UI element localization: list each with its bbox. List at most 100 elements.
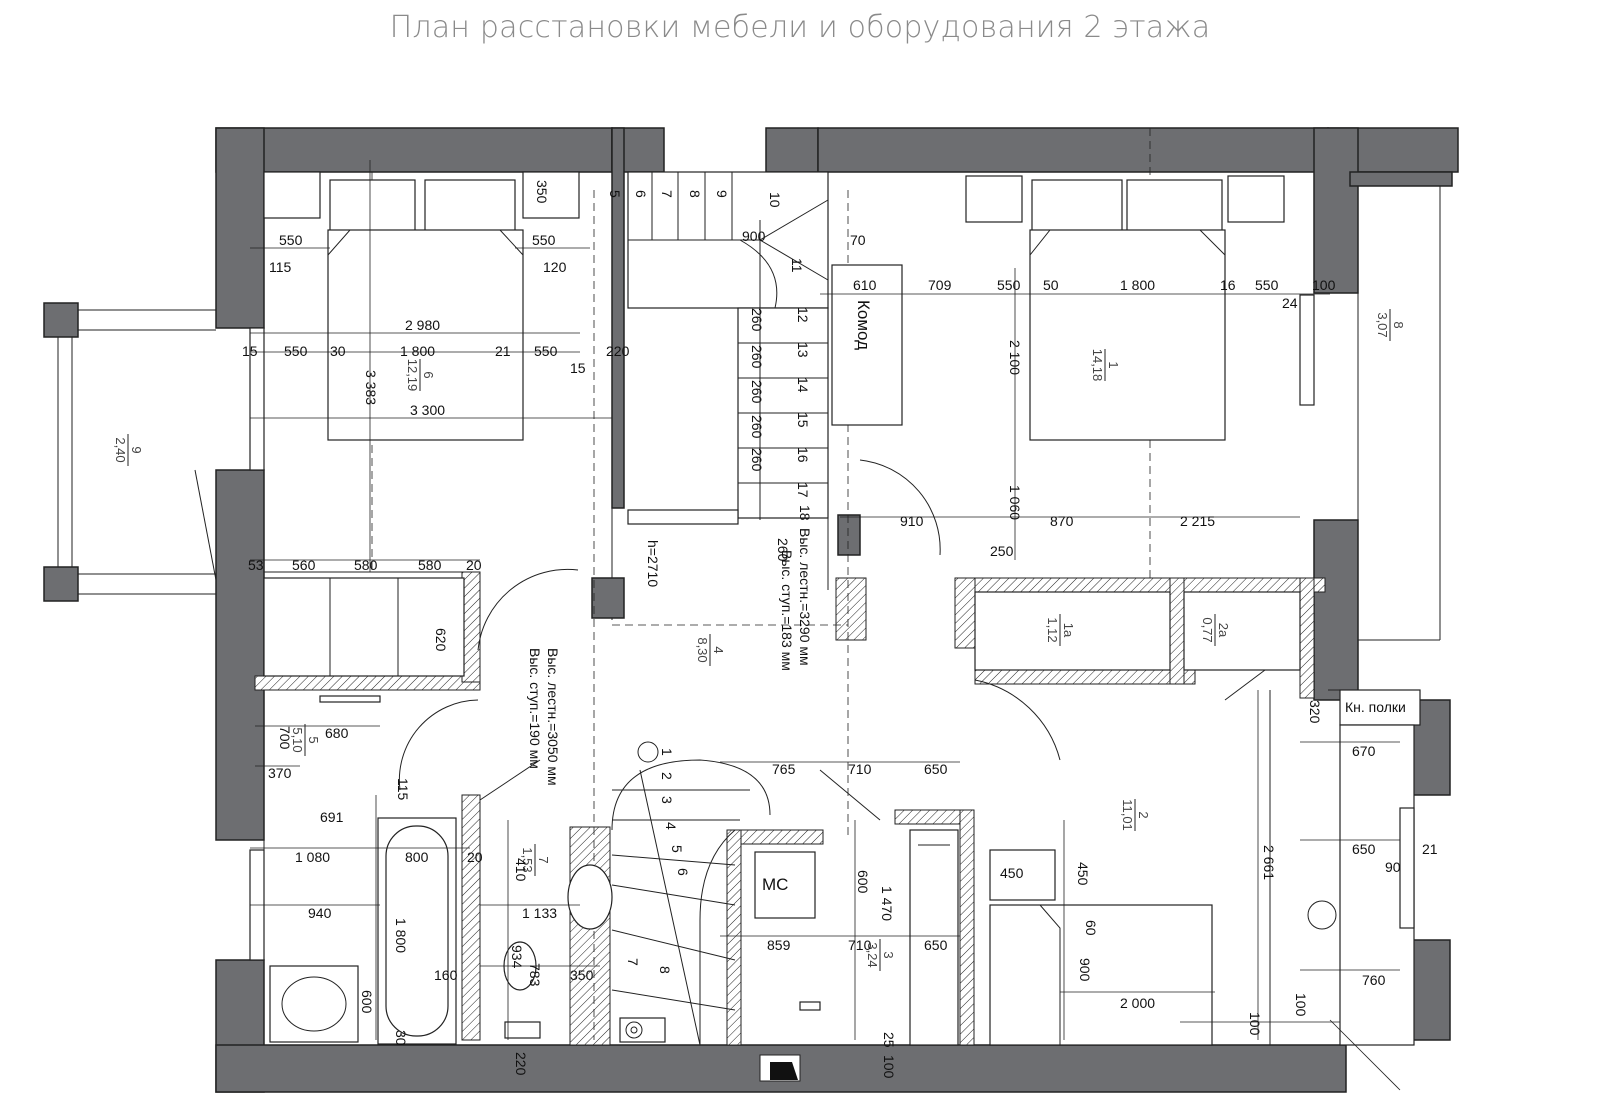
room-tag-1a: 1а 1,12 <box>1045 614 1076 646</box>
dim-label: 24 <box>1282 295 1298 311</box>
step-upper: 6 <box>633 190 649 198</box>
wall-balcony-right <box>1349 171 1453 187</box>
wall-left-upper <box>215 127 265 329</box>
dim-label: 700 <box>277 726 293 750</box>
exterior-walls <box>215 127 1459 1093</box>
dim-label: 2 100 <box>1007 340 1023 375</box>
room-tag-5: 5 5,10 <box>290 724 321 756</box>
wall-top-left <box>215 127 613 173</box>
dim-label: 60 <box>1083 920 1099 936</box>
balcony-left <box>43 302 216 602</box>
step-upper: 5 <box>607 190 623 198</box>
step-upper: 9 <box>714 190 730 198</box>
dim-label: 70 <box>850 232 866 248</box>
svg-text:12,19: 12,19 <box>405 359 420 392</box>
dim-label: 260 <box>749 448 765 472</box>
room-tag-4: 4 8,30 <box>695 634 726 666</box>
step-upper: 17 <box>795 482 811 498</box>
dim-label: 2 661 <box>1261 845 1277 880</box>
label-stair-lower-2: Выс. ступ.=190 мм <box>527 648 543 769</box>
label-ms: МС <box>762 875 788 894</box>
dim-label: 450 <box>1000 865 1024 881</box>
dim-label: 115 <box>395 778 411 801</box>
dim-label: 1 080 <box>295 849 330 865</box>
dim-label: 100 <box>1247 1012 1263 1036</box>
svg-text:3: 3 <box>881 951 896 958</box>
dim-label: 650 <box>1352 841 1376 857</box>
dim-label: 580 <box>354 557 378 573</box>
wall-left-mid <box>215 469 265 841</box>
labels: Комод МС Кн. полки h=2710 Выс. лестн.=32… <box>527 300 1406 894</box>
dim-label: 30 <box>330 343 346 359</box>
step-upper: 7 <box>659 190 675 198</box>
room-tag-2: 2 11,01 <box>1120 799 1151 831</box>
dim-label: 100 <box>1293 993 1309 1017</box>
dim-label: 120 <box>543 259 567 275</box>
dim-label: 370 <box>268 765 292 781</box>
dim-label: 3 383 <box>363 370 379 405</box>
dim-label: 670 <box>1352 743 1376 759</box>
dim-label: 15 <box>570 360 586 376</box>
svg-text:2: 2 <box>1136 811 1151 818</box>
svg-text:11,01: 11,01 <box>1120 799 1135 831</box>
bedroom-1 <box>831 175 1315 671</box>
dim-label: 260 <box>749 345 765 369</box>
svg-text:0,77: 0,77 <box>1200 617 1215 642</box>
dim-label: 350 <box>534 180 550 204</box>
dim-label: 450 <box>1075 862 1091 886</box>
dim-label: 20 <box>467 849 483 865</box>
wall-mid-partition <box>611 127 625 509</box>
dim-label: 1 133 <box>522 905 557 921</box>
dim-label: 550 <box>279 232 303 248</box>
wall-top-right <box>817 127 1329 173</box>
bathroom-5 <box>249 695 457 1045</box>
dim-label: 20 <box>466 557 482 573</box>
dim-label: 900 <box>1077 958 1093 982</box>
room-tags: 1 14,18 2 11,01 3 3,24 4 8,30 5 5,10 6 1… <box>113 309 1406 971</box>
room-tag-6: 6 12,19 <box>405 359 436 392</box>
dim-label: 800 <box>405 849 429 865</box>
dim-label: 100 <box>1312 277 1336 293</box>
dim-label: 3 300 <box>410 402 445 418</box>
step-lower: 7 <box>625 958 641 966</box>
dim-label: 2 980 <box>405 317 440 333</box>
step-upper: 12 <box>795 307 811 323</box>
dim-label: 320 <box>1307 700 1323 724</box>
step-upper: 18 <box>797 505 813 521</box>
step-lower: 4 <box>663 822 679 830</box>
stair-upper <box>627 171 829 525</box>
dim-label: 650 <box>924 937 948 953</box>
dim-label: 900 <box>742 228 766 244</box>
dim-label: 260 <box>749 415 765 439</box>
dim-label: 1 800 <box>393 918 409 953</box>
step-lower: 2 <box>659 772 675 780</box>
dim-label: 30 <box>393 1030 409 1046</box>
dim-label: 260 <box>749 380 765 404</box>
step-upper: 11 <box>789 258 805 273</box>
svg-text:1а: 1а <box>1061 623 1076 638</box>
svg-text:1,53: 1,53 <box>520 847 535 872</box>
room-tag-1: 1 14,18 <box>1090 349 1121 382</box>
kn-polki <box>1339 689 1421 726</box>
dim-label: 610 <box>853 277 877 293</box>
dim-label: 650 <box>924 761 948 777</box>
plan-title: План расстановки мебели и оборудования 2… <box>389 10 1211 45</box>
dim-label: 870 <box>1050 513 1074 529</box>
label-stair-upper-1: Выс. лестн.=3290 мм <box>797 528 813 666</box>
wall-right-mid <box>1313 519 1359 701</box>
label-stair-upper-2: Выс. ступ.=183 мм <box>779 550 795 671</box>
dim-label: 90 <box>1385 859 1401 875</box>
dim-label: 783 <box>527 963 543 987</box>
dim-label: 710 <box>848 937 872 953</box>
dim-label: 620 <box>433 628 449 652</box>
bedroom-6 <box>249 171 580 677</box>
dim-label: 550 <box>534 343 558 359</box>
wall-right-bottom <box>1409 939 1451 1041</box>
dim-label: 1 470 <box>879 886 895 921</box>
room-tag-7: 7 1,53 <box>520 844 551 876</box>
dim-label: 859 <box>767 937 791 953</box>
dim-label: 160 <box>434 967 458 983</box>
room-tag-3: 3 3,24 <box>865 939 896 971</box>
step-upper: 10 <box>767 192 783 208</box>
room-tag-8: 8 3,07 <box>1375 309 1406 341</box>
